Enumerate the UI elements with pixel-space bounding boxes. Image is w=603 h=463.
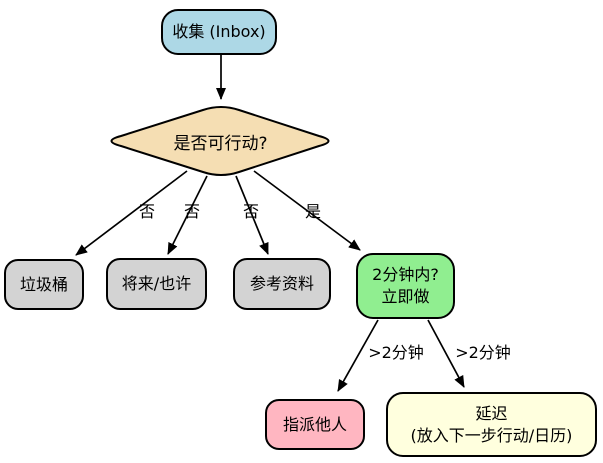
edge-label-gt2min-right: >2分钟 <box>455 343 511 362</box>
node-actionable-label: 是否可行动? <box>173 134 268 154</box>
edge-twomin-to-delegate <box>337 319 379 392</box>
node-defer-line2: (放入下一步行动/日历) <box>410 425 573 445</box>
node-defer-line1: 延迟 <box>475 403 508 423</box>
node-twomin-line2: 立即做 <box>381 287 430 306</box>
edge-label-no-2: 否 <box>183 202 201 221</box>
edge-label-no-3: 否 <box>242 202 260 221</box>
edge-label-no-1: 否 <box>138 202 156 221</box>
node-someday: 将来/也许 <box>106 258 207 310</box>
node-trash-label: 垃圾桶 <box>19 274 68 294</box>
edge-label-gt2min-left: >2分钟 <box>368 343 424 362</box>
node-actionable-shape <box>110 106 330 176</box>
node-inbox-label: 收集 (Inbox) <box>172 22 266 42</box>
node-defer: 延迟 (放入下一步行动/日历) <box>386 392 597 457</box>
node-delegate-label: 指派他人 <box>282 414 347 434</box>
node-reference-label: 参考资料 <box>249 274 314 294</box>
node-someday-label: 将来/也许 <box>121 274 192 294</box>
node-twomin-line1: 2分钟内? <box>372 265 439 285</box>
node-inbox: 收集 (Inbox) <box>161 9 277 55</box>
edge-twomin-to-defer <box>427 319 465 388</box>
edge-label-yes: 是 <box>304 202 322 221</box>
edge-actionable-to-someday <box>167 175 208 255</box>
node-twomin: 2分钟内? 立即做 <box>356 253 455 319</box>
edge-actionable-to-reference <box>235 175 269 255</box>
node-delegate: 指派他人 <box>265 399 365 450</box>
edge-actionable-to-trash <box>75 170 188 256</box>
edge-actionable-to-twomin <box>253 170 361 251</box>
node-reference: 参考资料 <box>233 258 331 310</box>
node-trash: 垃圾桶 <box>4 259 84 310</box>
